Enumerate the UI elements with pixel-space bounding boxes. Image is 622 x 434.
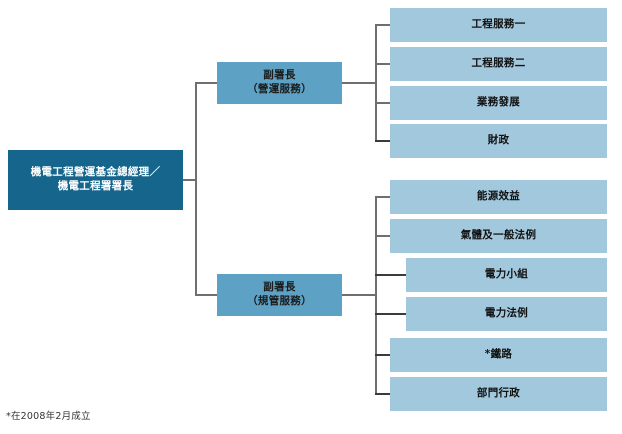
connector-group-regulatory-vertical (375, 196, 377, 394)
connector-regulatory-unit-4 (375, 313, 407, 315)
unit-node-energy-efficiency: 能源效益 (390, 180, 607, 214)
connector-regulatory-unit-2 (375, 235, 391, 237)
connector-regulatory-unit-5 (375, 354, 391, 356)
deputy-node-operations: 副署長 （營運服務） (217, 62, 342, 104)
connector-regulatory-unit-1 (375, 196, 391, 198)
connector-trunk-to-deputy-operations (195, 82, 218, 84)
connector-operations-unit-1 (375, 24, 391, 26)
connector-regulatory-unit-3 (375, 274, 407, 276)
connector-trunk-to-deputy-regulatory (195, 294, 218, 296)
connector-regulatory-unit-6 (375, 393, 391, 395)
unit-node-railways: *鐵路 (390, 338, 607, 372)
connector-group-operations-vertical (375, 24, 377, 141)
footnote: *在2008年2月成立 (6, 411, 91, 422)
connector-operations-unit-4 (375, 140, 391, 142)
deputy-node-regulatory: 副署長 （規管服務） (217, 274, 342, 316)
unit-node-finance: 財政 (390, 124, 607, 158)
unit-node-engineering-services-1: 工程服務一 (390, 8, 607, 42)
connector-operations-unit-2 (375, 63, 391, 65)
unit-node-business-development: 業務發展 (390, 86, 607, 120)
root-node-director: 機電工程營運基金總經理／ 機電工程署署長 (8, 150, 183, 210)
connector-deputy-regulatory-to-group (342, 294, 376, 296)
connector-operations-unit-3 (375, 102, 391, 104)
connector-root-to-trunk (183, 179, 197, 181)
unit-node-departmental-administration: 部門行政 (390, 377, 607, 411)
unit-node-electricity-team: 電力小組 (406, 258, 607, 292)
connector-deputy-operations-to-group (342, 82, 376, 84)
connector-trunk-vertical (195, 83, 197, 296)
unit-node-engineering-services-2: 工程服務二 (390, 47, 607, 81)
unit-node-electricity-legislation: 電力法例 (406, 297, 607, 331)
unit-node-gas-and-general-legislation: 氣體及一般法例 (390, 219, 607, 253)
